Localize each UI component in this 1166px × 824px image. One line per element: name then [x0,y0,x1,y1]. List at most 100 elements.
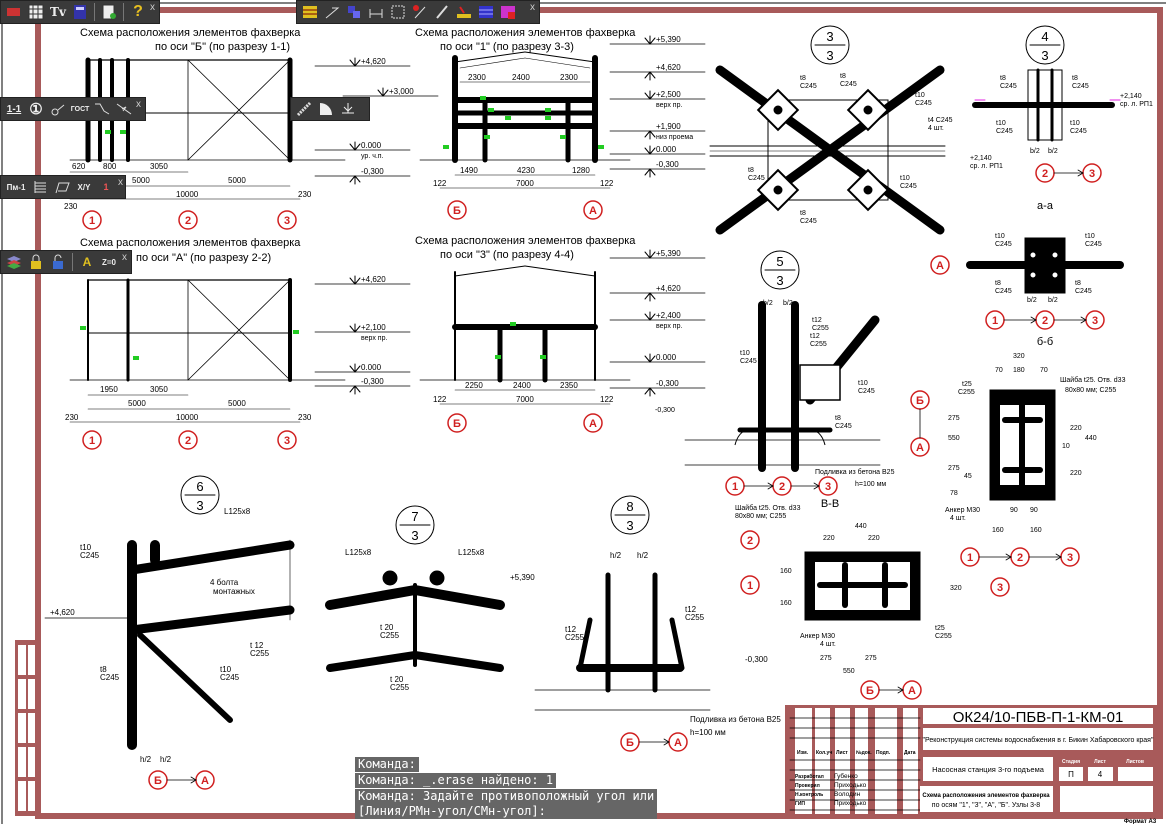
binding-cell [28,645,35,675]
area-icon[interactable] [316,99,336,119]
command-prompt[interactable]: Команда: Задайте противоположный угол ил… [355,789,658,819]
title-object-cell [923,757,1053,781]
drawing-text: 7000 [516,395,534,404]
rafter [127,540,295,575]
title-block-role: Проверил [795,783,820,789]
view-title: Схема расположения элементов фахверка [80,27,301,39]
drawing-text: 5000 [128,399,146,408]
level-mark [354,59,361,67]
marker-icon [488,108,494,112]
marker-icon [443,145,449,149]
leader-icon[interactable] [322,2,342,22]
blocks-icon[interactable] [344,2,364,22]
document-icon[interactable] [99,2,119,22]
axis-label: 1 [747,580,753,592]
flag-icon[interactable] [52,177,72,197]
axis-mark-icon[interactable]: ① [29,101,43,118]
break-line-icon[interactable] [92,99,112,119]
ruler-icon[interactable] [294,99,314,119]
sheet-number: 4 [1098,770,1103,779]
node-label: t 12 [250,641,264,650]
z-zero-icon[interactable]: Z=0 [101,257,116,267]
axis-label: Б [453,418,461,430]
cut-icon[interactable] [4,2,24,22]
mark-icon[interactable] [410,2,430,22]
level-value: +4,620 [361,57,386,66]
level-note: ур. ч.п. [361,153,384,160]
table-icon[interactable] [300,2,320,22]
axis-arrow [663,741,670,746]
layers-icon[interactable] [4,252,24,272]
drawing-text: 10000 [176,413,199,422]
leader-note-icon[interactable] [48,99,68,119]
level-mark [644,130,651,138]
node-label: t12 [685,605,697,614]
frame-icon[interactable] [388,2,408,22]
node-label: 160 [780,600,792,607]
coordinate-icon[interactable]: X/Y [77,182,91,192]
axis-label: 3 [997,582,1003,594]
level-note: низ проема [656,134,693,141]
node-label: b/2 [1027,297,1037,304]
level-note: верх пр. [656,102,682,109]
unlock-layer-icon[interactable] [48,252,68,272]
angle-bolt [429,570,445,586]
title-block-column [875,708,897,814]
node-label: C245 [800,83,817,90]
text-color-icon[interactable]: A [82,255,92,269]
elevation-icon[interactable] [338,99,358,119]
lock-layer-icon[interactable] [26,252,46,272]
axis-arrow [813,485,820,490]
level-mark [354,365,361,373]
marker-icon [505,116,511,120]
close-icon[interactable]: x [150,2,155,13]
color-table-icon[interactable] [498,2,518,22]
axis-bubble [82,210,102,230]
view-title: Схема расположения элементов фахверка [415,27,636,39]
break-z-icon[interactable] [114,99,134,119]
pm-mark-icon[interactable]: Пм-1 [6,182,26,192]
gost-leader-icon[interactable]: ГОСТ [70,105,90,113]
beam [326,651,419,672]
axis-label: 1 [89,435,95,447]
rafter [127,605,295,635]
close-icon[interactable]: x [118,177,123,188]
level-mark [354,143,361,151]
axis-arrow [897,689,904,694]
node-label: b/2 [1048,297,1058,304]
node-label: C245 [1072,83,1089,90]
level-mark [649,147,656,155]
node-label: t10 [220,665,232,674]
help-icon[interactable]: ? [133,3,143,20]
axis-label: А [589,205,597,217]
calculator-icon[interactable] [70,2,90,22]
close-icon[interactable]: x [530,2,535,13]
node-label: Шайба t25. Отв. d33 [1060,376,1126,384]
close-icon[interactable]: x [136,99,141,110]
axis-label: А [936,260,944,272]
spec-table-icon[interactable] [476,2,496,22]
node-label: t8 [100,665,107,674]
grid-icon[interactable] [26,2,46,22]
section-title: б-б [1037,336,1053,348]
node-label: 70 [1040,367,1048,374]
node-label: t25 [962,381,972,388]
slope-icon[interactable]: 1 [103,182,109,192]
level-value: +5,390 [656,249,681,258]
level-value: -0,300 [361,377,384,386]
brace-member [715,65,945,235]
level-mark [649,168,656,176]
level-icon[interactable] [454,2,474,22]
title-block-name: Володин [834,791,861,798]
close-icon[interactable]: x [122,252,127,263]
node-label: ср. л. РП1 [1120,101,1153,108]
section-mark-icon[interactable]: 1-1 [6,103,22,115]
text-style-icon[interactable]: Tv [50,5,66,19]
brace [187,279,291,381]
list-icon[interactable] [30,177,50,197]
pen-icon[interactable] [432,2,452,22]
dimension-icon[interactable] [366,2,386,22]
marker-icon [540,355,546,359]
roof [454,265,526,277]
